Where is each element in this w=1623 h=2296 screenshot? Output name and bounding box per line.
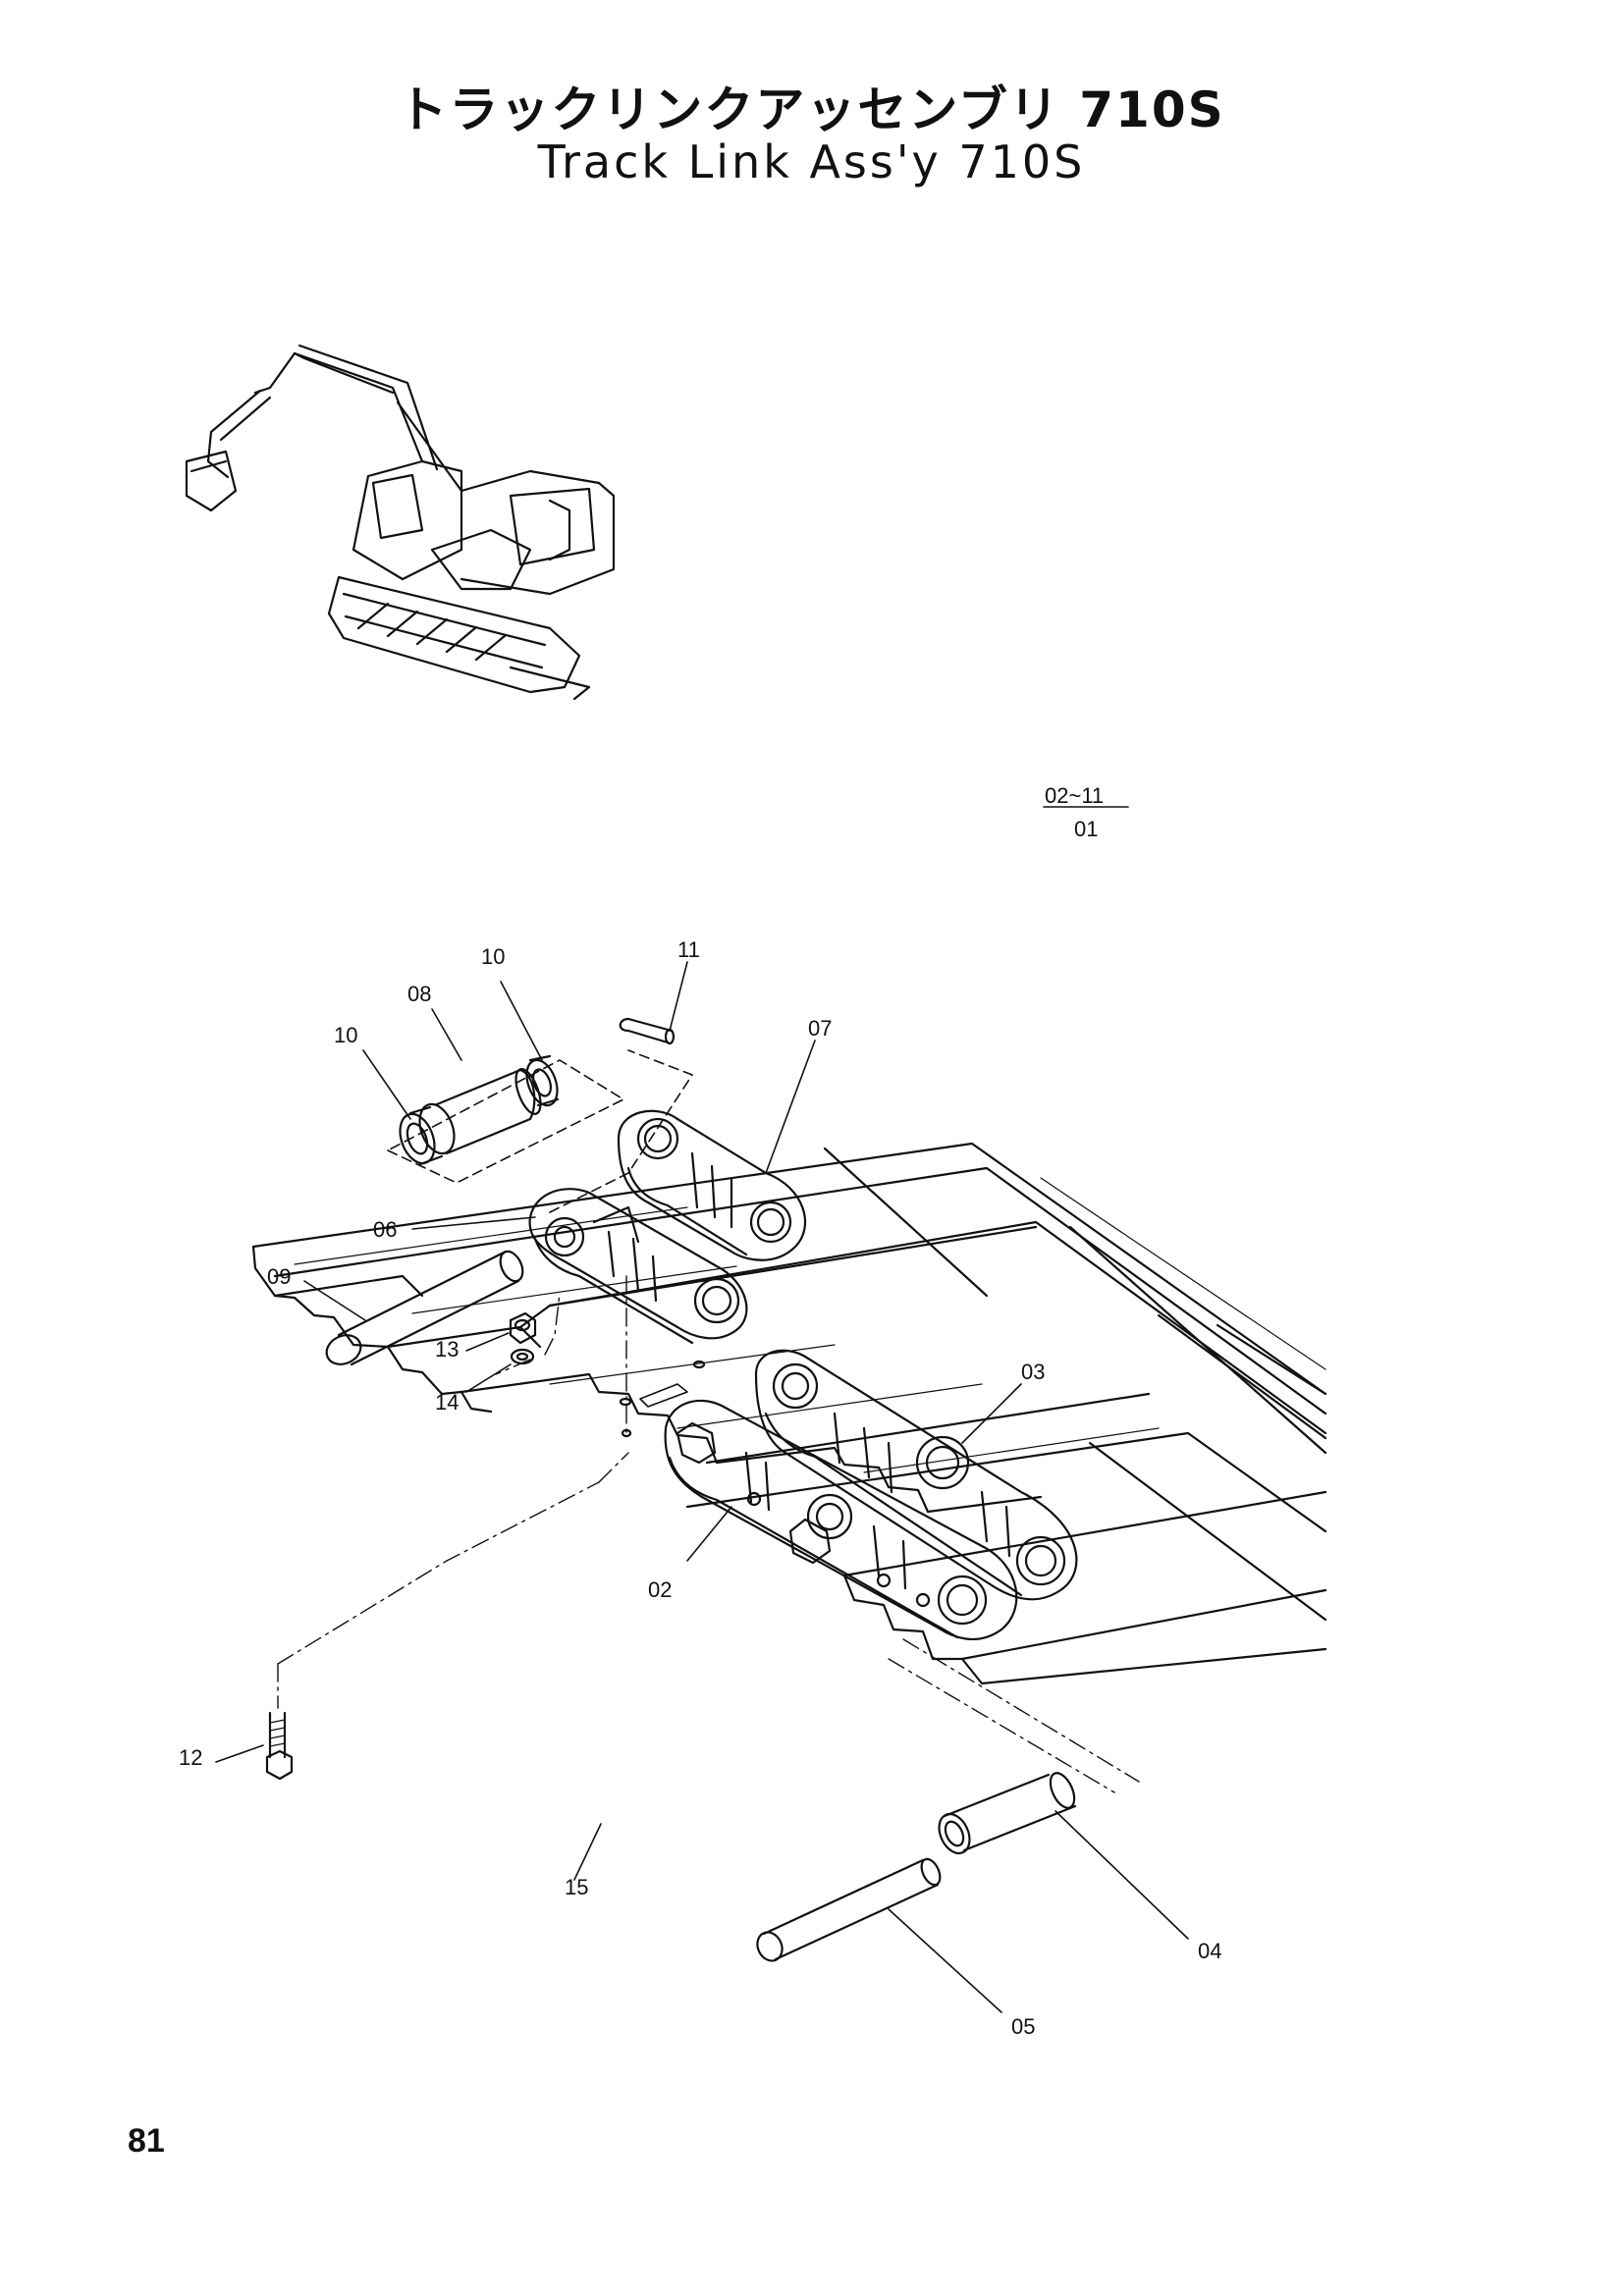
callout-bushing: 08 xyxy=(407,982,431,1006)
nut-13-part xyxy=(509,1311,537,1345)
page-title-english: Track Link Ass'y 710S xyxy=(537,135,1086,188)
callout-link-07: 07 xyxy=(808,1016,832,1041)
excavator-illustration xyxy=(185,344,616,701)
track-shoe-assembly xyxy=(251,1142,1327,1685)
callout-washer-14: 14 xyxy=(435,1390,459,1415)
bushing-08-part xyxy=(418,1068,542,1155)
callout-bolt-12: 12 xyxy=(179,1745,202,1770)
callout-pin-09: 09 xyxy=(267,1264,291,1289)
page-number: 81 xyxy=(128,2122,165,2160)
callout-pin-05: 05 xyxy=(1011,2014,1035,2039)
kit-note-range: 02~11 xyxy=(1045,783,1104,808)
callout-seal-right: 10 xyxy=(481,944,505,969)
bushing-04-part xyxy=(938,1772,1077,1855)
pin-11-part xyxy=(619,1017,676,1045)
page-title-japanese: トラックリンクアッセンブリ 710S xyxy=(398,81,1225,138)
pin-09-part xyxy=(325,1250,524,1366)
pin-05-part xyxy=(756,1857,942,1962)
link-07-part xyxy=(617,1109,807,1261)
link-06-part xyxy=(528,1188,748,1345)
seal-10-right-part xyxy=(525,1054,560,1107)
bolt-12-part xyxy=(265,1711,294,1781)
leader-lines xyxy=(215,961,1189,2013)
callout-bushing-04: 04 xyxy=(1198,1939,1221,1963)
callout-seal-left: 10 xyxy=(334,1023,357,1047)
callout-shoe-15: 15 xyxy=(565,1875,588,1899)
link-02-part xyxy=(664,1399,1018,1640)
center-lines xyxy=(277,1275,1140,1793)
callout-link-03: 03 xyxy=(1021,1360,1045,1384)
kit-note-assembly: 01 xyxy=(1074,817,1098,841)
washer-14-part xyxy=(510,1348,535,1365)
callout-link-02: 02 xyxy=(648,1577,672,1602)
seal-10-left-part xyxy=(399,1105,444,1166)
callout-link-06: 06 xyxy=(373,1217,397,1242)
callout-nut-13: 13 xyxy=(435,1337,459,1362)
link-03-part xyxy=(754,1349,1078,1601)
callout-cotter-pin: 11 xyxy=(677,937,700,962)
